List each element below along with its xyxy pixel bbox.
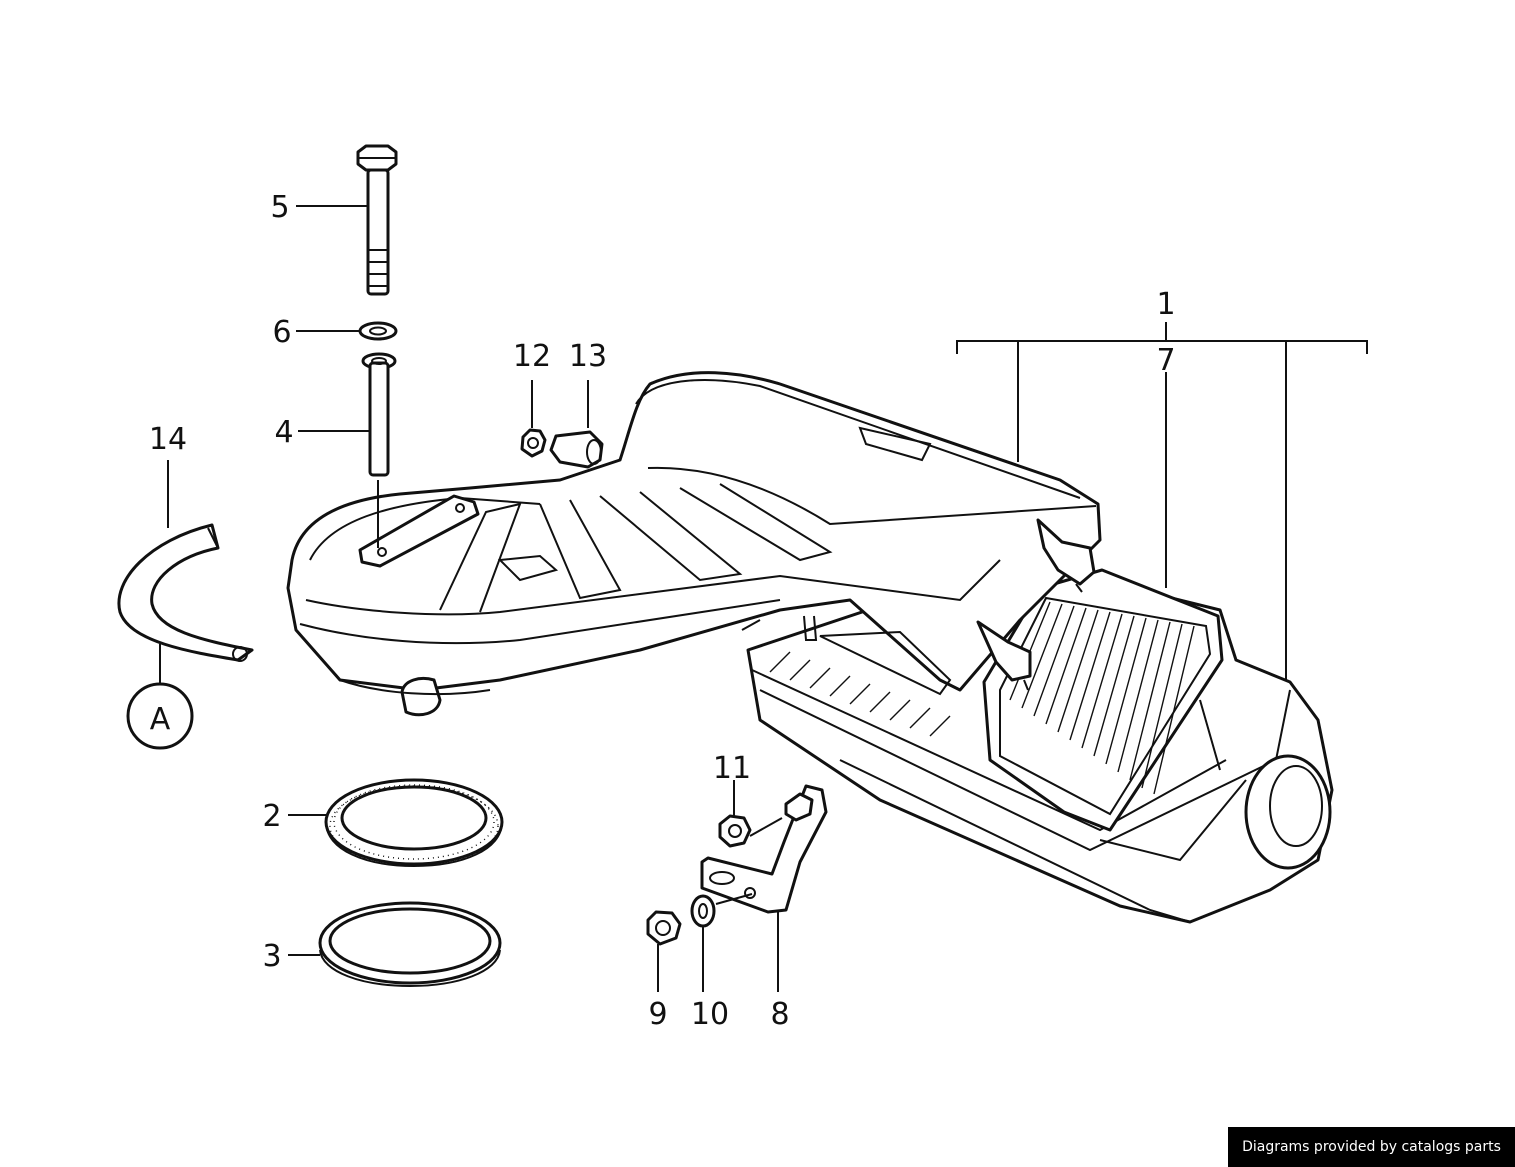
badge-a-label: A — [150, 702, 171, 737]
diagram-credit-banner: Diagrams provided by catalogs parts — [1228, 1127, 1515, 1167]
air-cleaner-cover — [286, 371, 1102, 717]
filter-base-pleats — [769, 651, 951, 737]
part-5-bolt — [356, 144, 398, 296]
badge-a: A — [126, 682, 194, 750]
callout-2: 2 — [262, 799, 281, 834]
housing-clips — [976, 518, 1096, 691]
callout-14: 14 — [149, 422, 187, 457]
part-11-nut — [718, 814, 752, 848]
part-4-spacer-sleeve — [361, 352, 397, 477]
callout-13: 13 — [569, 339, 607, 374]
callout-labels: 1 7 5 6 4 12 13 14 2 3 11 9 10 8 — [149, 190, 1176, 1032]
part-13-grommet — [549, 430, 604, 469]
part-8-bracket — [700, 784, 828, 914]
part-9-nut — [646, 910, 682, 946]
callout-8: 8 — [770, 997, 789, 1032]
callout-4: 4 — [274, 415, 293, 450]
callout-3: 3 — [262, 939, 281, 974]
part-2-gasket — [324, 778, 504, 868]
part-14-edge-trim — [117, 523, 254, 662]
callout-5: 5 — [270, 190, 289, 225]
callout-10: 10 — [691, 997, 729, 1032]
part-6-washer — [358, 321, 398, 341]
callout-6: 6 — [272, 315, 291, 350]
callout-7: 7 — [1156, 343, 1175, 378]
leader-lines — [159, 205, 1368, 992]
part-10-washer — [690, 894, 716, 928]
part-12-nut — [520, 428, 547, 458]
callout-9: 9 — [648, 997, 667, 1032]
callout-12: 12 — [513, 339, 551, 374]
callout-1: 1 — [1156, 287, 1175, 322]
filter-element — [769, 568, 1224, 832]
gasket-texture — [329, 784, 499, 867]
callout-11: 11 — [713, 751, 751, 786]
part-3-ring — [318, 901, 502, 988]
